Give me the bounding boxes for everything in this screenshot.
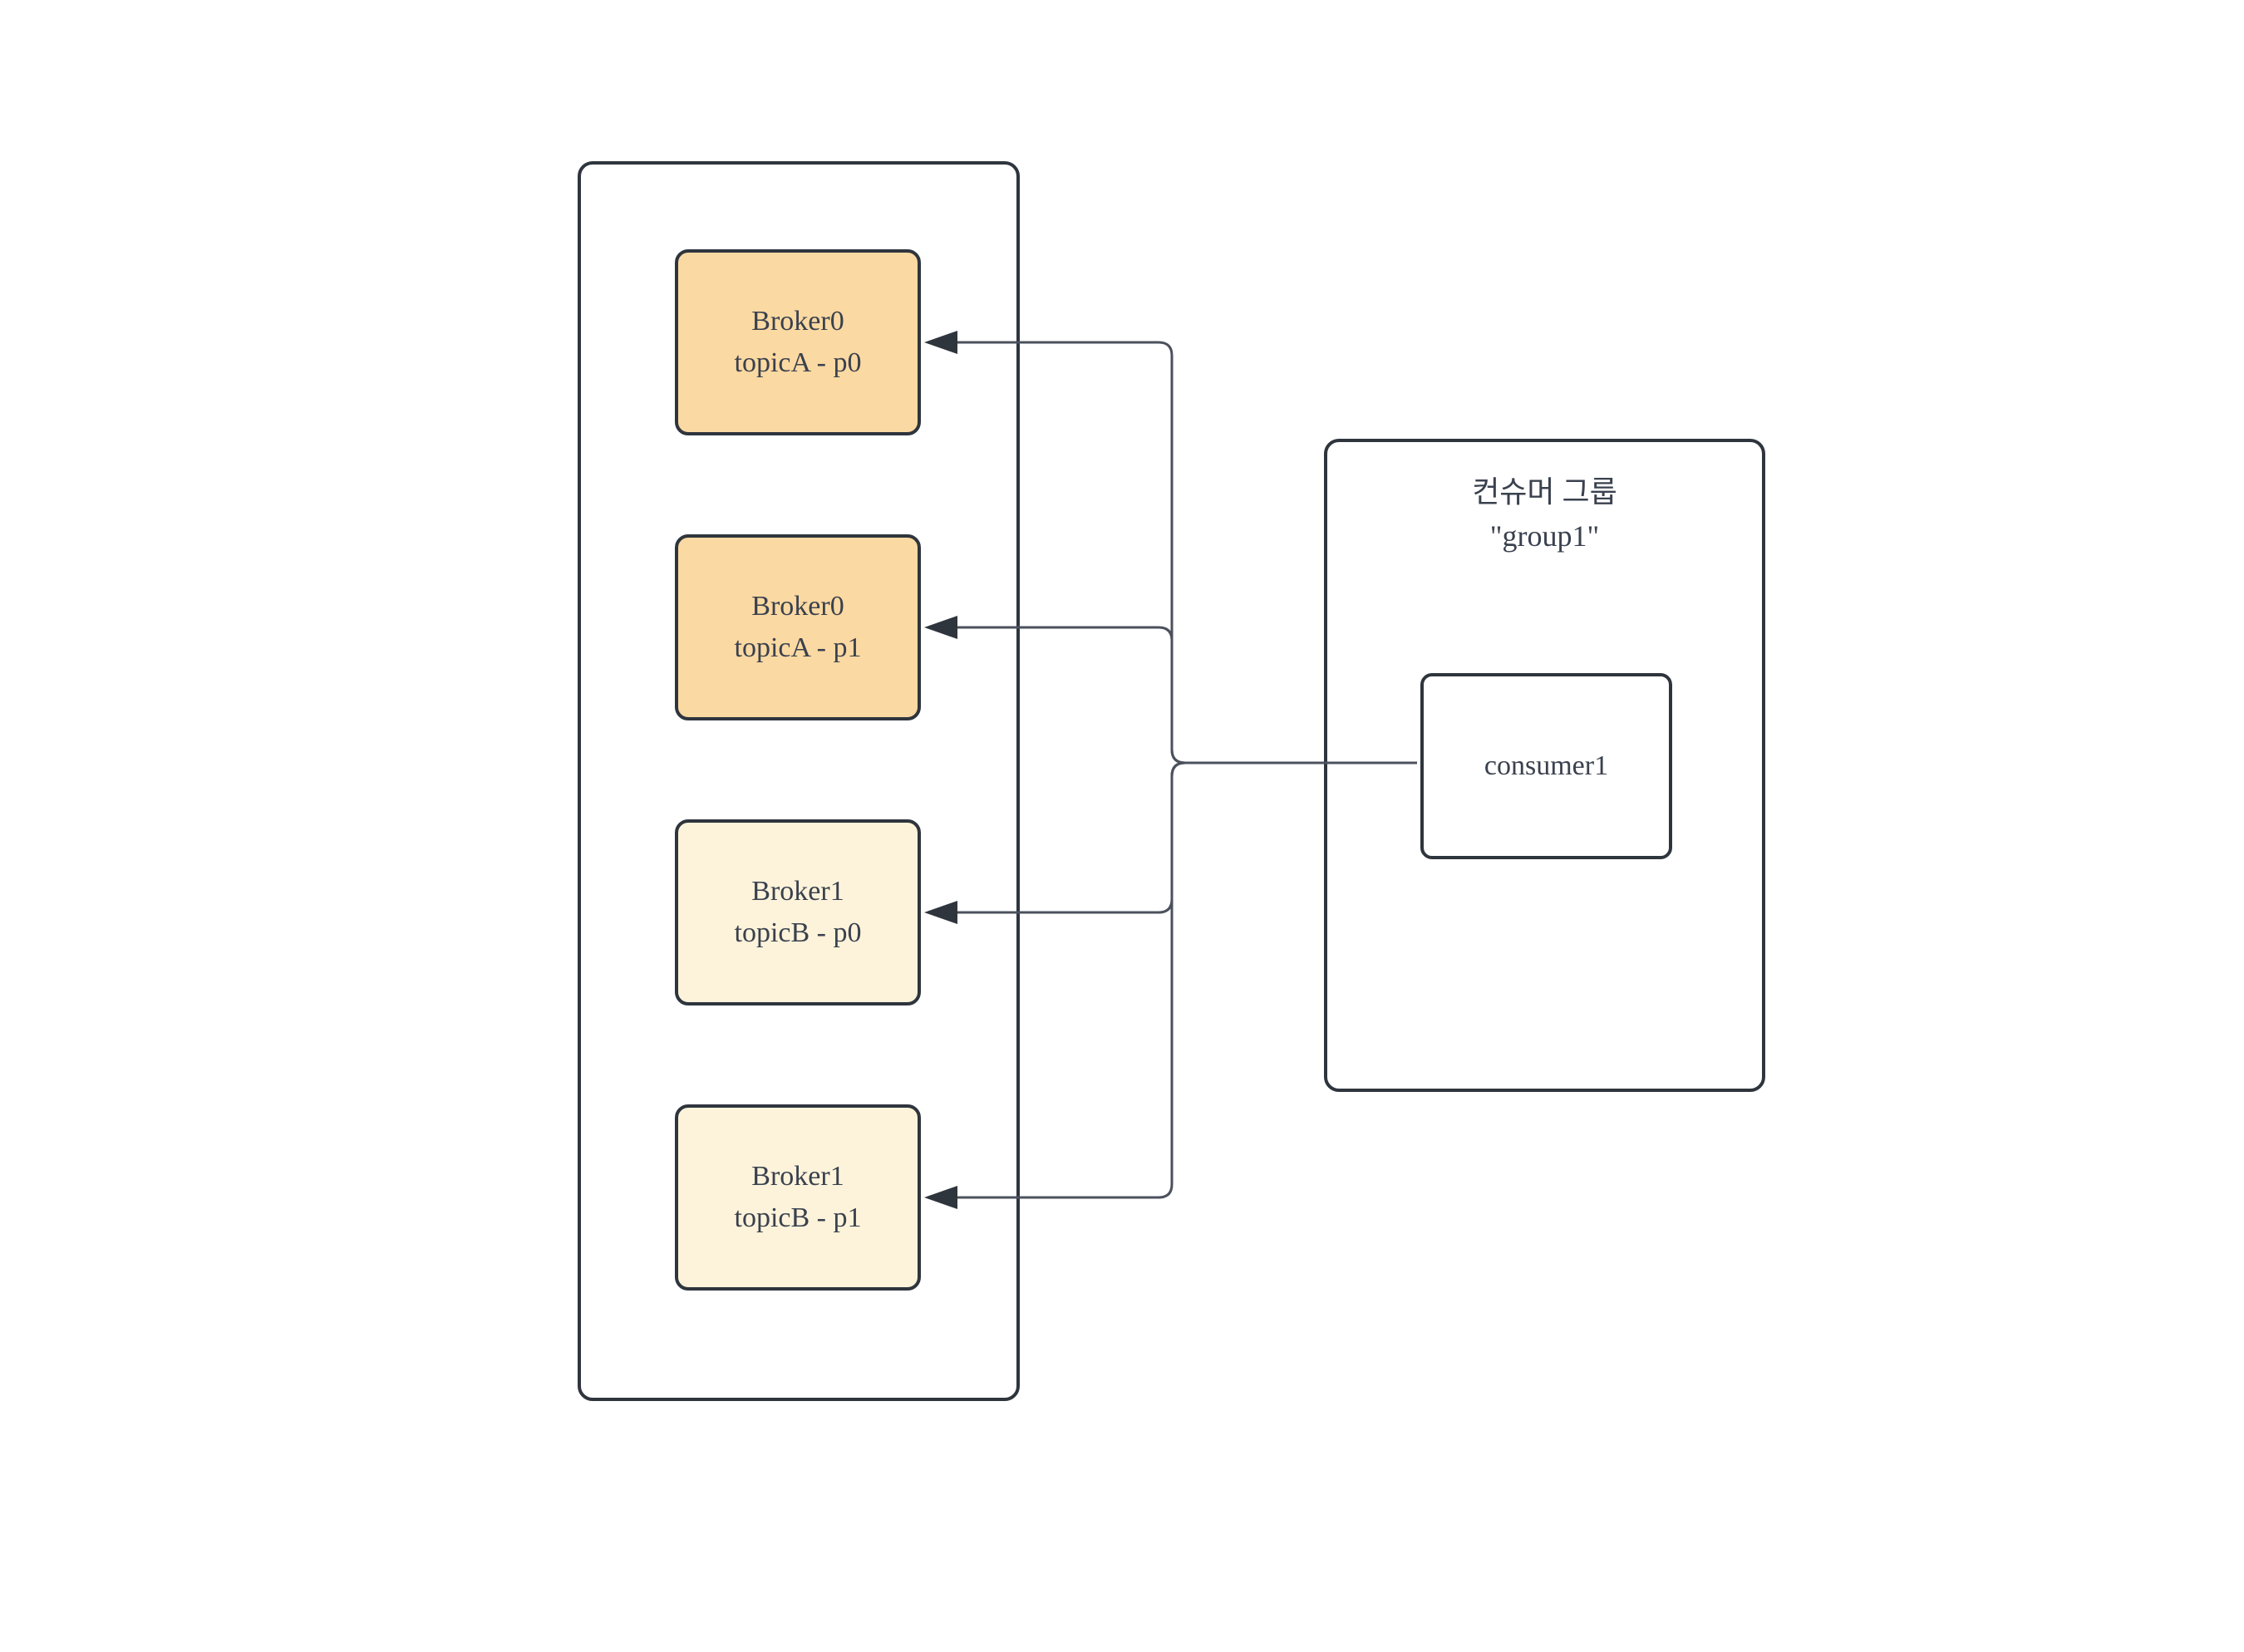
- consumer1-label: consumer1: [1484, 750, 1609, 781]
- node-broker1-topicB-p0: Broker1 topicB - p0: [675, 819, 921, 1005]
- node-label-line1: Broker0: [751, 306, 844, 337]
- node-label-line1: Broker1: [751, 876, 844, 907]
- consumer-group-title: 컨슈머 그룹 "group1": [1327, 470, 1762, 558]
- consumer-group-title-line2: "group1": [1489, 519, 1600, 553]
- node-label-line1: Broker1: [751, 1161, 844, 1192]
- node-consumer1: consumer1: [1420, 673, 1672, 859]
- node-broker0-topicA-p1: Broker0 topicA - p1: [675, 534, 921, 720]
- node-label-line1: Broker0: [751, 591, 844, 622]
- node-label-line2: topicA - p1: [734, 632, 862, 663]
- node-label-line2: topicA - p0: [734, 347, 862, 378]
- node-label-line2: topicB - p0: [734, 917, 862, 948]
- node-broker0-topicA-p0: Broker0 topicA - p0: [675, 249, 921, 435]
- node-label-line2: topicB - p1: [734, 1202, 862, 1233]
- consumer-group-title-line1: 컨슈머 그룹: [1472, 475, 1617, 509]
- consumer-group-container: 컨슈머 그룹 "group1" consumer1: [1324, 439, 1765, 1092]
- node-broker1-topicB-p1: Broker1 topicB - p1: [675, 1104, 921, 1291]
